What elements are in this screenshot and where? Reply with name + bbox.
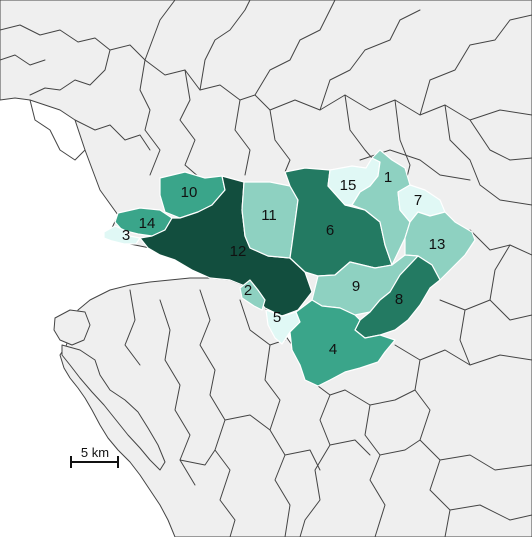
scale-bar: 5 km: [70, 445, 119, 468]
label-5: 5: [273, 309, 281, 326]
scale-bar-label: 5 km: [81, 445, 109, 460]
label-4: 4: [329, 341, 337, 358]
label-10: 10: [181, 184, 198, 201]
label-1: 1: [384, 169, 392, 186]
label-11: 11: [261, 207, 277, 224]
label-12: 12: [230, 243, 247, 260]
label-8: 8: [395, 291, 403, 308]
label-3: 3: [122, 227, 130, 244]
label-6: 6: [326, 222, 334, 239]
label-15: 15: [340, 177, 357, 194]
label-13: 13: [429, 236, 446, 253]
commune-4[interactable]: [289, 299, 396, 387]
commune-3[interactable]: [103, 225, 141, 245]
label-9: 9: [352, 278, 360, 295]
label-7: 7: [414, 192, 422, 209]
peninsula: [61, 344, 166, 471]
background-borders-south: [124, 229, 532, 537]
commune-2[interactable]: [239, 279, 266, 311]
region-labels: 1 2 3 4 5 6 7 8 9 10 11 12 13 14 15: [122, 169, 446, 358]
island: [53, 309, 91, 346]
background-borders: [0, 0, 532, 206]
communes: [103, 149, 476, 387]
label-2: 2: [244, 282, 252, 299]
label-14: 14: [139, 215, 156, 232]
